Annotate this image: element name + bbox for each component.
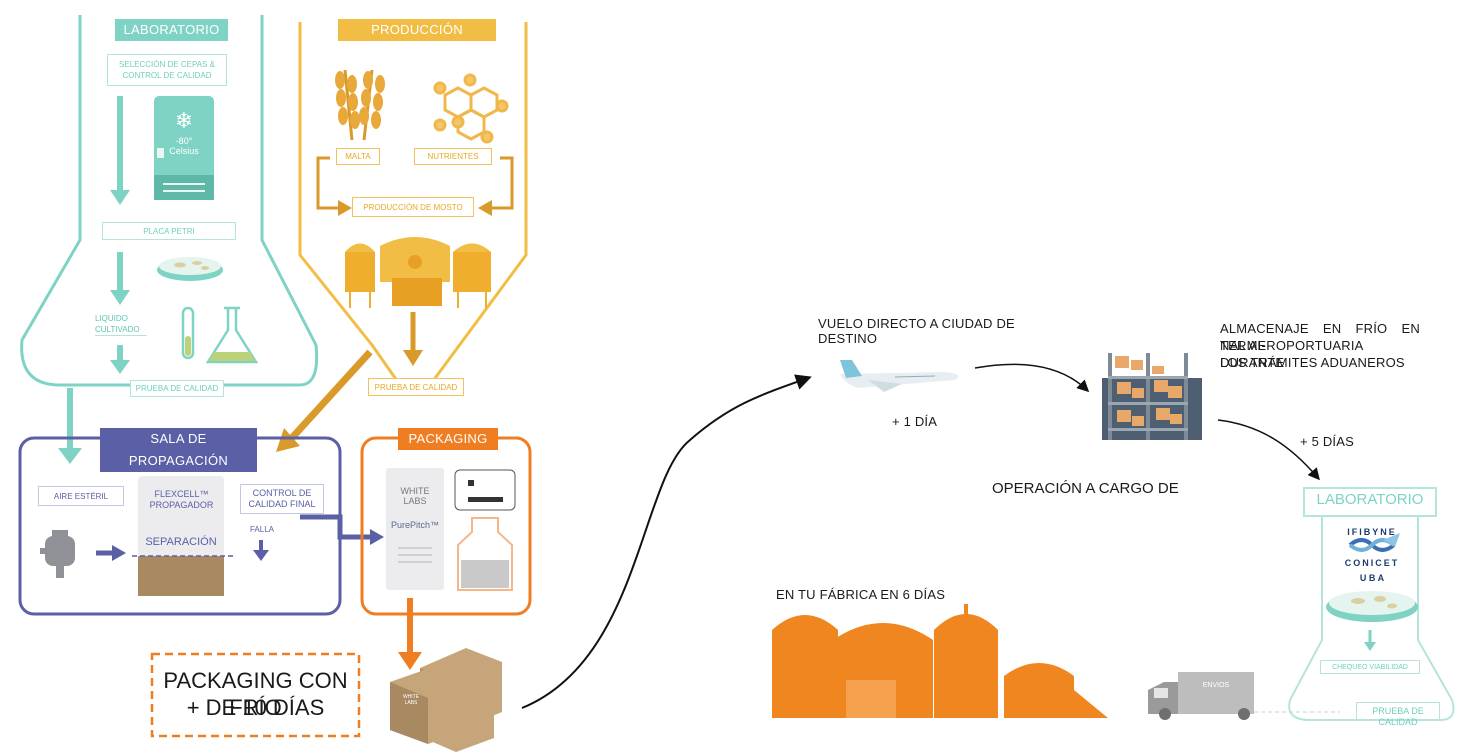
truck-label: ENVIOS	[1202, 682, 1230, 689]
purepitch-bag-icon	[386, 468, 444, 590]
sterile-air-label: AIRE ESTÉRIL	[38, 486, 124, 506]
yeast-bottle-icon	[457, 517, 513, 591]
propagation-to-packaging-arrow	[300, 514, 384, 545]
local-quality-label: PRUEBA DE CALIDAD	[1356, 702, 1440, 727]
factory-icon	[772, 604, 1108, 718]
airplane-icon	[840, 360, 959, 392]
production-flow-arrows	[316, 156, 514, 210]
brewhouse-icon	[345, 237, 491, 308]
lab-flask-outline	[20, 15, 319, 387]
propagator-label: FLEXCELL™ PROPAGADOR	[149, 489, 214, 510]
packaging-down-arrow	[398, 598, 422, 670]
petri-label: PLACA PETRI	[102, 222, 236, 240]
propagation-arrow	[96, 545, 126, 561]
lab-flow-arrows	[58, 96, 130, 464]
warehouse-icon	[1102, 353, 1202, 440]
conicet-label: CONICET	[1344, 558, 1400, 568]
storage-label-2: NAL AEROPORTUARIA DURANTE	[1220, 338, 1363, 370]
petri-dish-icon	[157, 257, 223, 281]
cold-packaging-line1: PACKAGING CON FRÍO	[163, 668, 348, 720]
wort-production-label: PRODUCCIÓN DE MOSTO	[352, 197, 474, 217]
uba-label: U B A	[1359, 573, 1385, 583]
strain-selection-label: SELECCIÓN DE CEPAS & CONTROL DE CALIDAD	[107, 54, 227, 86]
lab-section-title: LABORATORIO	[115, 19, 228, 41]
storage-to-lab-arrow	[1217, 419, 1320, 481]
storage-label-3: LOS TRÁMITES ADUANEROS	[1220, 355, 1405, 370]
cardboard-boxes-icon	[390, 648, 502, 752]
viability-arrow	[1364, 630, 1376, 651]
conicet-logo-icon	[1348, 533, 1400, 552]
nutrients-label: NUTRIENTES	[414, 148, 492, 165]
cold-packaging-frame	[150, 652, 361, 738]
failure-label: FALLA	[249, 525, 274, 534]
shipping-curve-arrow	[521, 374, 812, 709]
delivery-truck-icon	[1148, 672, 1340, 720]
local-lab-flask-outline	[1288, 514, 1455, 721]
air-filter-icon	[40, 530, 75, 578]
local-petri-dish-icon	[1326, 591, 1418, 622]
bag-product-label: PurePitch™	[390, 520, 440, 530]
flexcell-bag-icon	[132, 476, 236, 596]
flight-label: VUELO DIRECTO A CIUDAD DE DESTINO	[818, 316, 1015, 346]
flight-duration: + 1 DÍA	[892, 414, 938, 429]
production-down-arrow	[403, 312, 423, 366]
liquid-culture-label: LIQUIDO CULTIVADO	[95, 313, 147, 336]
production-quality-label: PRUEBA DE CALIDAD	[368, 378, 464, 396]
storage-duration: + 5 DÍAS	[1300, 434, 1354, 449]
wheat-icon	[335, 69, 385, 141]
malt-label: MALTA	[336, 148, 380, 165]
erlenmeyer-flask-icon	[205, 306, 259, 364]
freezer-temp-label: -80° Celsius	[169, 136, 199, 156]
ifibyne-label: IFIBYNE	[1347, 527, 1397, 537]
lab-quality-label: PRUEBA DE CALIDAD	[130, 380, 224, 397]
separation-label: SEPARACIÓN	[145, 536, 217, 548]
production-section-title: PRODUCCIÓN	[338, 19, 496, 41]
test-tube-icon	[181, 306, 195, 360]
failure-arrow	[253, 540, 269, 561]
flight-to-storage-arrow	[974, 363, 1090, 393]
storage-label-1: ALMACENAJE EN FRÍO EN TERMI-	[1220, 321, 1420, 353]
bag-brand-label: WHITE LABS	[400, 486, 430, 506]
final-control-label: CONTROL DE CALIDAD FINAL	[240, 484, 324, 514]
svg-text:❄: ❄	[175, 109, 193, 134]
viability-label: CHEQUEO VIABILIDAD	[1320, 660, 1420, 674]
local-lab-title: LABORATORIO	[1316, 491, 1424, 508]
molecule-icon	[433, 73, 509, 144]
factory-label: EN TU FÁBRICA EN 6 DÍAS	[776, 587, 946, 602]
production-to-propagation-arrow	[276, 349, 373, 452]
freezer-icon: ❄	[154, 96, 214, 200]
box-brand-label: WHITE LABS	[402, 694, 420, 706]
propagation-section-title: SALA DE PROPAGACIÓN	[100, 428, 257, 472]
operation-label: OPERACIÓN A CARGO DE	[992, 480, 1179, 497]
label-tag-icon	[454, 469, 516, 511]
cold-packaging-line2: + DE 10 DÍAS	[186, 695, 325, 720]
packaging-section-title: PACKAGING	[398, 428, 498, 450]
